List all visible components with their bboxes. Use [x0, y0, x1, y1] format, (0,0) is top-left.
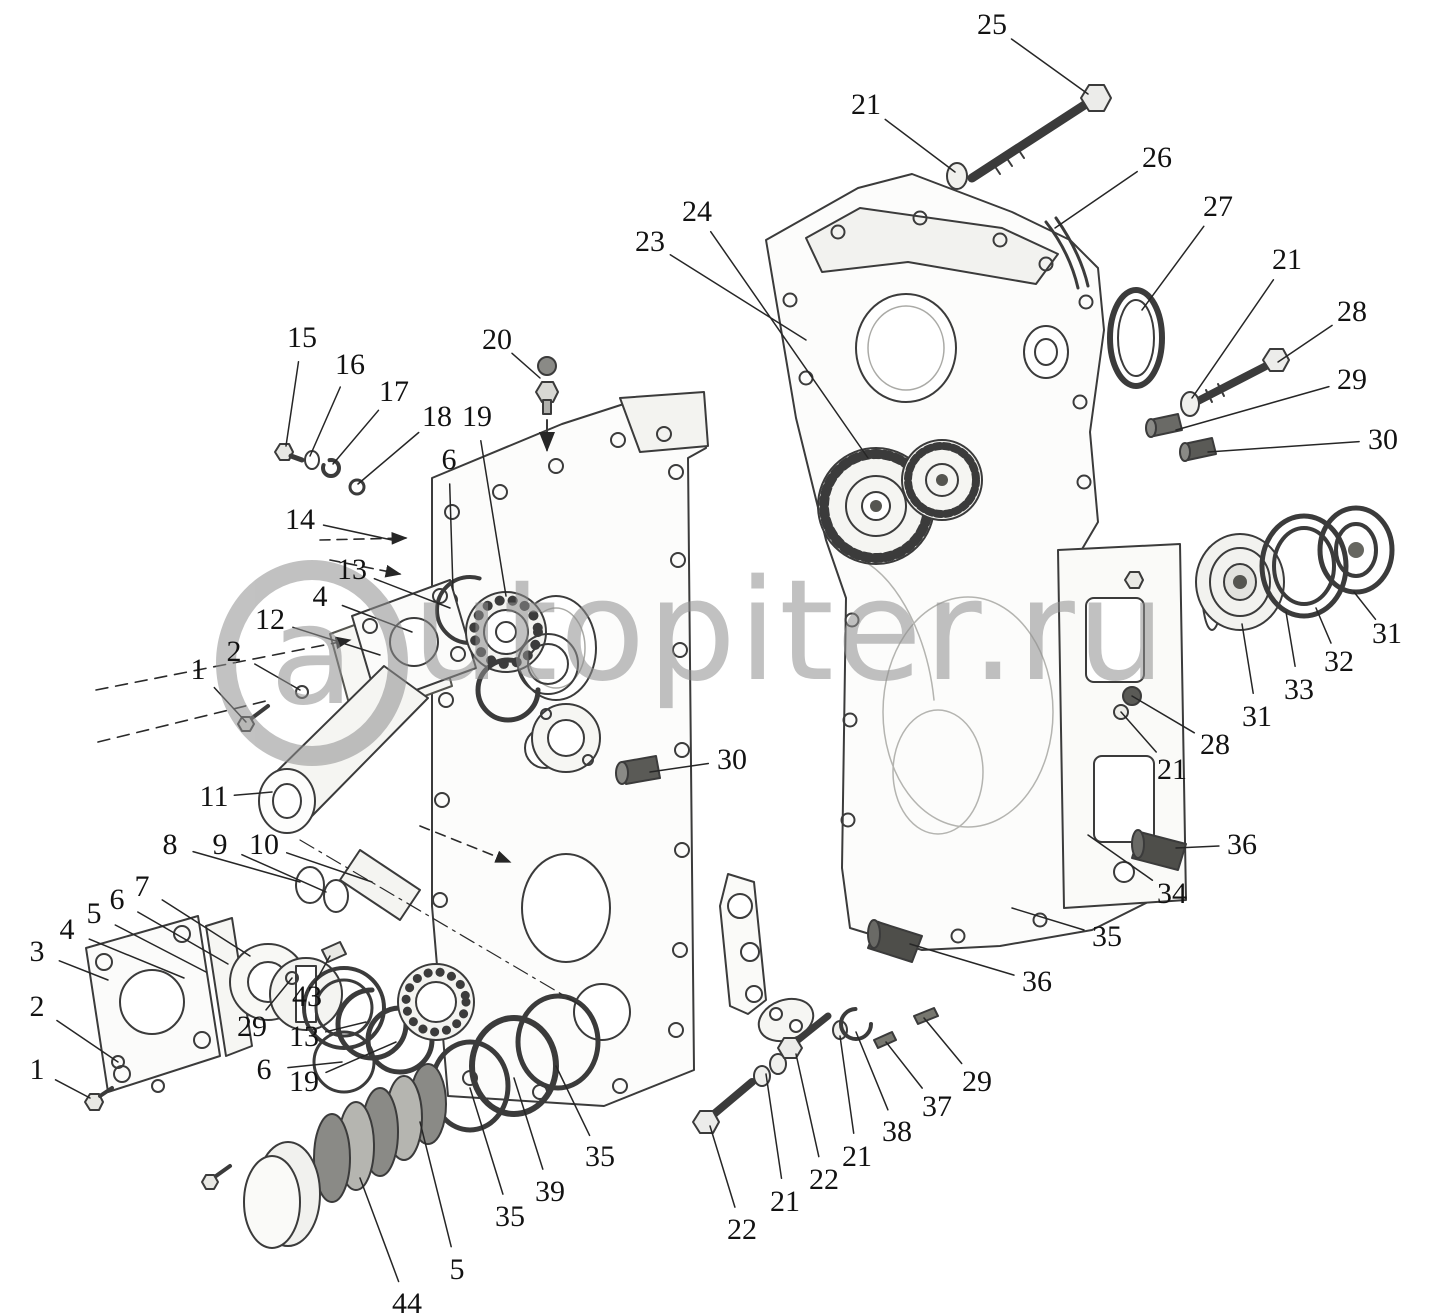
leader-line-4 [88, 938, 185, 979]
leader-line-29 [265, 977, 293, 1011]
leader-line-30 [1207, 440, 1360, 453]
leader-lines [54, 38, 1377, 1283]
gear-train-drawing [817, 439, 983, 565]
leader-line-3 [58, 960, 109, 981]
leader-line-25 [1010, 38, 1089, 95]
washer-21-top-drawing [946, 162, 968, 190]
leader-line-11 [233, 791, 273, 797]
leader-line-6 [137, 911, 229, 965]
leader-line-34 [1087, 834, 1154, 881]
pin-29-drawing [913, 1007, 939, 1025]
leader-line-26 [1054, 170, 1138, 229]
ring-27-drawing [1107, 287, 1165, 389]
washer-21-right-drawing [1180, 391, 1200, 417]
bottom-cover-assembly-drawing [84, 915, 601, 1249]
leader-line-32 [1315, 607, 1332, 644]
plate-plug-drawing [615, 755, 661, 785]
spring-stack-44-drawing [243, 1063, 447, 1249]
leader-line-9 [241, 853, 327, 893]
leader-line-8 [192, 850, 301, 883]
leader-line-35 [1011, 907, 1085, 931]
pin-37-drawing [873, 1031, 897, 1049]
leader-line-6 [287, 1061, 343, 1069]
input-shaft-assembly-drawing [237, 575, 601, 921]
leader-line-12 [292, 626, 381, 656]
leader-line-35 [555, 1065, 591, 1137]
leader-line-16 [309, 386, 342, 457]
leader-line-21 [839, 1035, 855, 1134]
leader-line-36 [909, 943, 1015, 976]
leader-line-5 [419, 1121, 452, 1248]
leader-line-44 [359, 1177, 400, 1283]
leader-line-29 [1175, 385, 1330, 431]
breather-20-drawing [535, 356, 559, 452]
leader-line-23 [669, 254, 807, 341]
plug-29-drawing [1145, 413, 1183, 438]
leader-line-31 [1353, 591, 1377, 621]
leader-line-10 [285, 852, 373, 883]
leader-line-14 [322, 524, 393, 541]
bolt-28-drawing [1192, 348, 1290, 406]
leader-line-5 [114, 924, 207, 973]
leader-line-21 [884, 118, 956, 173]
leader-line-13 [373, 577, 451, 609]
leader-line-13 [324, 1021, 367, 1033]
leader-line-33 [1285, 611, 1296, 668]
plug-36-lower-drawing [867, 919, 923, 963]
leader-line-1 [54, 1079, 91, 1099]
leader-line-31 [1241, 623, 1254, 695]
leader-line-24 [709, 230, 869, 459]
lever-bracket-drawing [719, 873, 815, 1043]
leader-line-1 [213, 686, 247, 723]
leader-line-30 [649, 762, 710, 773]
leader-line-21 [1191, 279, 1275, 399]
leader-line-21 [1120, 711, 1157, 753]
leader-line-36 [1175, 845, 1220, 849]
leader-line-6 [448, 483, 454, 591]
leader-line-18 [357, 431, 420, 485]
bolt-22-left-drawing [692, 1078, 756, 1134]
leader-line-22 [795, 1053, 820, 1158]
leader-line-19 [480, 439, 507, 597]
leader-line-15 [285, 360, 300, 447]
leader-line-17 [332, 409, 380, 465]
leader-line-2 [56, 1019, 119, 1063]
leader-line-35 [469, 1087, 504, 1195]
leader-line-7 [161, 899, 251, 957]
leader-line-27 [1141, 225, 1205, 311]
plug-36-right-drawing [1131, 829, 1187, 871]
leader-line-19 [325, 1041, 397, 1074]
leader-line-38 [855, 1031, 889, 1111]
plug-30-drawing [1179, 437, 1217, 462]
leader-line-29 [923, 1017, 963, 1065]
bottom-fasteners-drawing [692, 829, 1187, 1134]
pulley-assembly-drawing [1195, 505, 1395, 631]
side-bracket-drawing [1057, 543, 1187, 909]
leader-line-2 [254, 663, 301, 691]
leader-line-28 [1277, 324, 1333, 363]
leader-line-28 [1131, 695, 1196, 734]
bolt-22-right-drawing [777, 1012, 832, 1059]
bolt-15-group-drawing [274, 443, 366, 496]
leader-line-20 [511, 352, 541, 379]
leader-line-37 [885, 1041, 923, 1089]
leader-line-22 [709, 1125, 736, 1208]
circlip-38-drawing [839, 1007, 873, 1041]
bolt-25-drawing [967, 84, 1112, 183]
leader-line-43 [314, 955, 331, 984]
leader-line-39 [513, 1077, 544, 1170]
gasket-26-drawing [1044, 220, 1080, 290]
leader-line-21 [765, 1073, 783, 1180]
top-fasteners-drawing [274, 84, 1290, 496]
